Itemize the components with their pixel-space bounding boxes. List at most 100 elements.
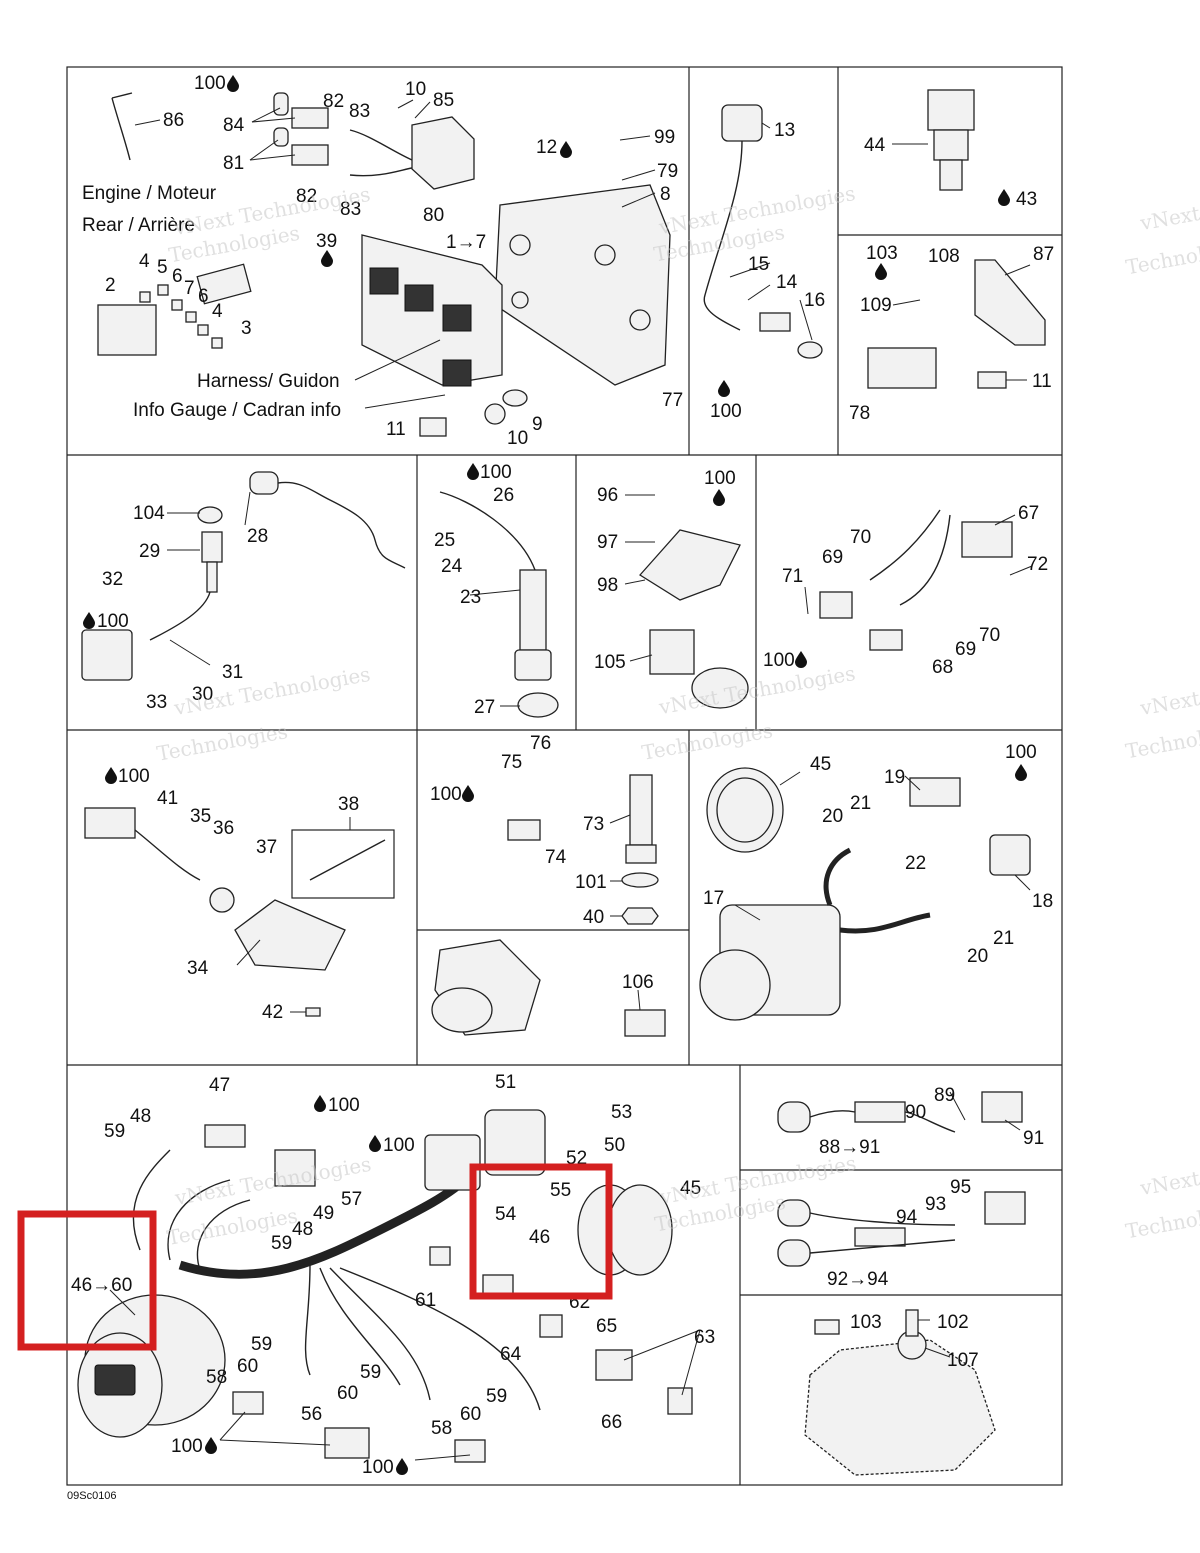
callout-82: 82 bbox=[323, 91, 344, 112]
harness-main bbox=[178, 1171, 474, 1279]
highlight-box-46 bbox=[469, 1163, 613, 1300]
callout-10: 10 bbox=[405, 79, 426, 100]
callout-45: 45 bbox=[810, 754, 831, 775]
callout-42: 42 bbox=[262, 1002, 283, 1023]
oil-drop-icon bbox=[369, 1135, 381, 1152]
box-54 bbox=[484, 1109, 546, 1176]
callout-74: 74 bbox=[545, 847, 567, 868]
callout-60: 60 bbox=[237, 1356, 258, 1377]
callout-56: 56 bbox=[301, 1404, 322, 1425]
callout-60b: 60 bbox=[337, 1383, 358, 1404]
callout-100d: 100 bbox=[480, 462, 512, 483]
oil-drop-icon bbox=[83, 612, 95, 629]
screw-42 bbox=[305, 1007, 321, 1017]
callout-6b: 6 bbox=[198, 286, 209, 307]
connector-18 bbox=[989, 834, 1031, 876]
oil-drop-icon bbox=[321, 250, 333, 267]
callout-100h: 100 bbox=[430, 784, 462, 805]
callout-85: 85 bbox=[433, 90, 454, 111]
callout-53: 53 bbox=[611, 1102, 632, 1123]
callout-100c: 100 bbox=[97, 611, 129, 632]
captions: Engine / Moteur Rear / Arrière Harness/ … bbox=[82, 183, 446, 421]
connector-82b bbox=[291, 144, 329, 166]
connector-19 bbox=[909, 777, 961, 807]
callout-15: 15 bbox=[748, 254, 769, 275]
terminal-92b bbox=[777, 1239, 811, 1267]
figure-code: 09Sc0106 bbox=[67, 1490, 117, 1502]
connector-14 bbox=[759, 312, 791, 332]
callout-26: 26 bbox=[493, 485, 514, 506]
callout-17: 17 bbox=[703, 888, 724, 909]
caption-rear: Rear / Arrière bbox=[82, 215, 195, 236]
caption-harness: Harness/ Guidon bbox=[197, 371, 340, 392]
connector-11 bbox=[419, 417, 447, 437]
callout-81: 81 bbox=[223, 153, 244, 174]
callout-73: 73 bbox=[583, 814, 604, 835]
callout-94: 94 bbox=[896, 1207, 918, 1228]
relay-85 bbox=[411, 116, 475, 190]
callout-59b: 59 bbox=[271, 1233, 292, 1254]
callout-80: 80 bbox=[423, 205, 444, 226]
switch-105 bbox=[649, 629, 695, 675]
callout-76: 76 bbox=[530, 733, 551, 754]
highlight-boxes bbox=[17, 1163, 613, 1351]
terminal-88 bbox=[777, 1101, 811, 1133]
watermark-text: Technologies bbox=[640, 718, 775, 765]
callout-labels: 100 86 84 82 83 10 85 81 82 83 80 12 99 … bbox=[71, 73, 1054, 1478]
callout-100j: 100 bbox=[328, 1095, 360, 1116]
callout-21: 21 bbox=[850, 793, 871, 814]
callout-100: 100 bbox=[194, 73, 226, 94]
callout-69: 69 bbox=[822, 547, 843, 568]
nut-10 bbox=[484, 403, 506, 425]
callout-32: 32 bbox=[102, 569, 123, 590]
mounting-plate-77 bbox=[494, 184, 671, 386]
callout-95: 95 bbox=[950, 1177, 971, 1198]
oil-drop-icon bbox=[205, 1437, 217, 1454]
watermark-text: vNext Technologies bbox=[1137, 1142, 1200, 1200]
sensor-73 bbox=[629, 774, 653, 846]
callout-90: 90 bbox=[905, 1102, 926, 1123]
connector-57 bbox=[274, 1149, 316, 1187]
callout-108: 108 bbox=[928, 246, 960, 267]
fuse-90 bbox=[854, 1101, 906, 1123]
seal-16 bbox=[797, 341, 823, 359]
callout-72: 72 bbox=[1027, 554, 1048, 575]
callout-46to60: 46→60 bbox=[71, 1275, 132, 1296]
callout-3: 3 bbox=[241, 318, 252, 339]
oil-drop-icon bbox=[467, 463, 479, 480]
callout-100f: 100 bbox=[763, 650, 795, 671]
detail-38 bbox=[291, 829, 395, 899]
callout-86: 86 bbox=[163, 110, 184, 131]
sensor-106 bbox=[624, 1009, 666, 1037]
oil-drop-icon bbox=[795, 651, 807, 668]
callout-71: 71 bbox=[782, 566, 803, 587]
callout-61: 61 bbox=[415, 1290, 436, 1311]
oil-drop-icon bbox=[718, 380, 730, 397]
callout-57: 57 bbox=[341, 1189, 362, 1210]
callout-45b: 45 bbox=[680, 1178, 701, 1199]
callout-65: 65 bbox=[596, 1316, 617, 1337]
callout-13: 13 bbox=[774, 120, 795, 141]
connector-58b bbox=[454, 1439, 486, 1463]
connector-91 bbox=[981, 1091, 1023, 1123]
callout-106: 106 bbox=[622, 972, 654, 993]
callout-25: 25 bbox=[434, 530, 455, 551]
connector-71 bbox=[819, 591, 853, 619]
callout-92to94: 92→94 bbox=[827, 1269, 889, 1290]
bracket-98 bbox=[639, 529, 741, 601]
callout-79: 79 bbox=[657, 161, 678, 182]
callout-22: 22 bbox=[905, 853, 926, 874]
callout-88to91: 88→91 bbox=[819, 1137, 880, 1158]
callout-78: 78 bbox=[849, 403, 870, 424]
callout-93: 93 bbox=[925, 1194, 946, 1215]
callout-59c: 59 bbox=[251, 1334, 272, 1355]
callout-82b: 82 bbox=[296, 186, 317, 207]
grommet-37 bbox=[209, 887, 235, 913]
callout-83b: 83 bbox=[340, 199, 361, 220]
connector-41 bbox=[84, 807, 136, 839]
callout-39: 39 bbox=[316, 231, 337, 252]
nut-40 bbox=[621, 907, 659, 925]
watermark-text: Technologies bbox=[1124, 717, 1200, 764]
callout-8: 8 bbox=[660, 184, 671, 205]
